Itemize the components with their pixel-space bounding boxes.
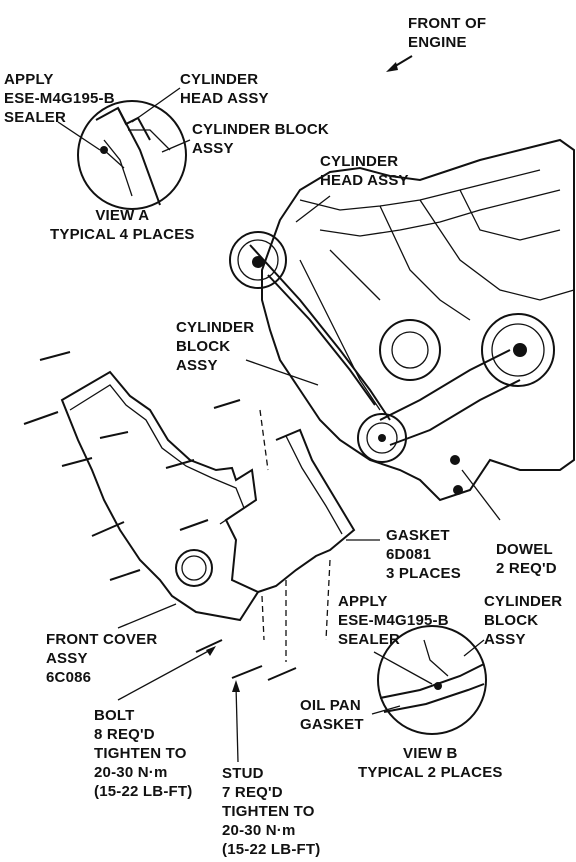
engine-block-drawing (229, 138, 575, 521)
view-b-caption: VIEW B TYPICAL 2 PLACES (358, 745, 503, 781)
bolt-spec-label: BOLT 8 REQ'D TIGHTEN TO 20-30 N·m (15-22… (94, 707, 193, 800)
bolt-fasteners (23, 351, 297, 763)
label-leaders (117, 539, 380, 629)
apply-sealer-view-a-label: APPLY ESE-M4G195-B SEALER (4, 71, 115, 126)
front-of-engine-arrow (386, 55, 413, 72)
cylinder-block-assy-label: CYLINDER BLOCK ASSY (176, 319, 255, 374)
front-cover-assy-label: FRONT COVER ASSY 6C086 (46, 631, 158, 686)
gasket-label: GASKET 6D081 3 PLACES (386, 527, 461, 582)
apply-sealer-view-b-label: APPLY ESE-M4G195-B SEALER (338, 593, 449, 648)
dowel-label: DOWEL 2 REQ'D (496, 541, 557, 577)
oil-pan-gasket-label: OIL PAN GASKET (300, 697, 364, 733)
view-b-detail (371, 625, 487, 735)
cylinder-head-assy-view-a-label: CYLINDER HEAD ASSY (180, 71, 269, 107)
front-cover-drawing (60, 370, 356, 662)
view-a-detail (57, 87, 191, 210)
cylinder-head-assy-label: CYLINDER HEAD ASSY (320, 153, 409, 189)
cylinder-block-assy-view-b-label: CYLINDER BLOCK ASSY (484, 593, 563, 648)
front-of-engine-label: FRONT OF ENGINE (408, 15, 487, 51)
stud-spec-label: STUD 7 REQ'D TIGHTEN TO 20-30 N·m (15-22… (222, 765, 321, 858)
cylinder-block-assy-view-a-label: CYLINDER BLOCK ASSY (192, 121, 329, 157)
view-a-caption: VIEW A TYPICAL 4 PLACES (50, 207, 195, 243)
